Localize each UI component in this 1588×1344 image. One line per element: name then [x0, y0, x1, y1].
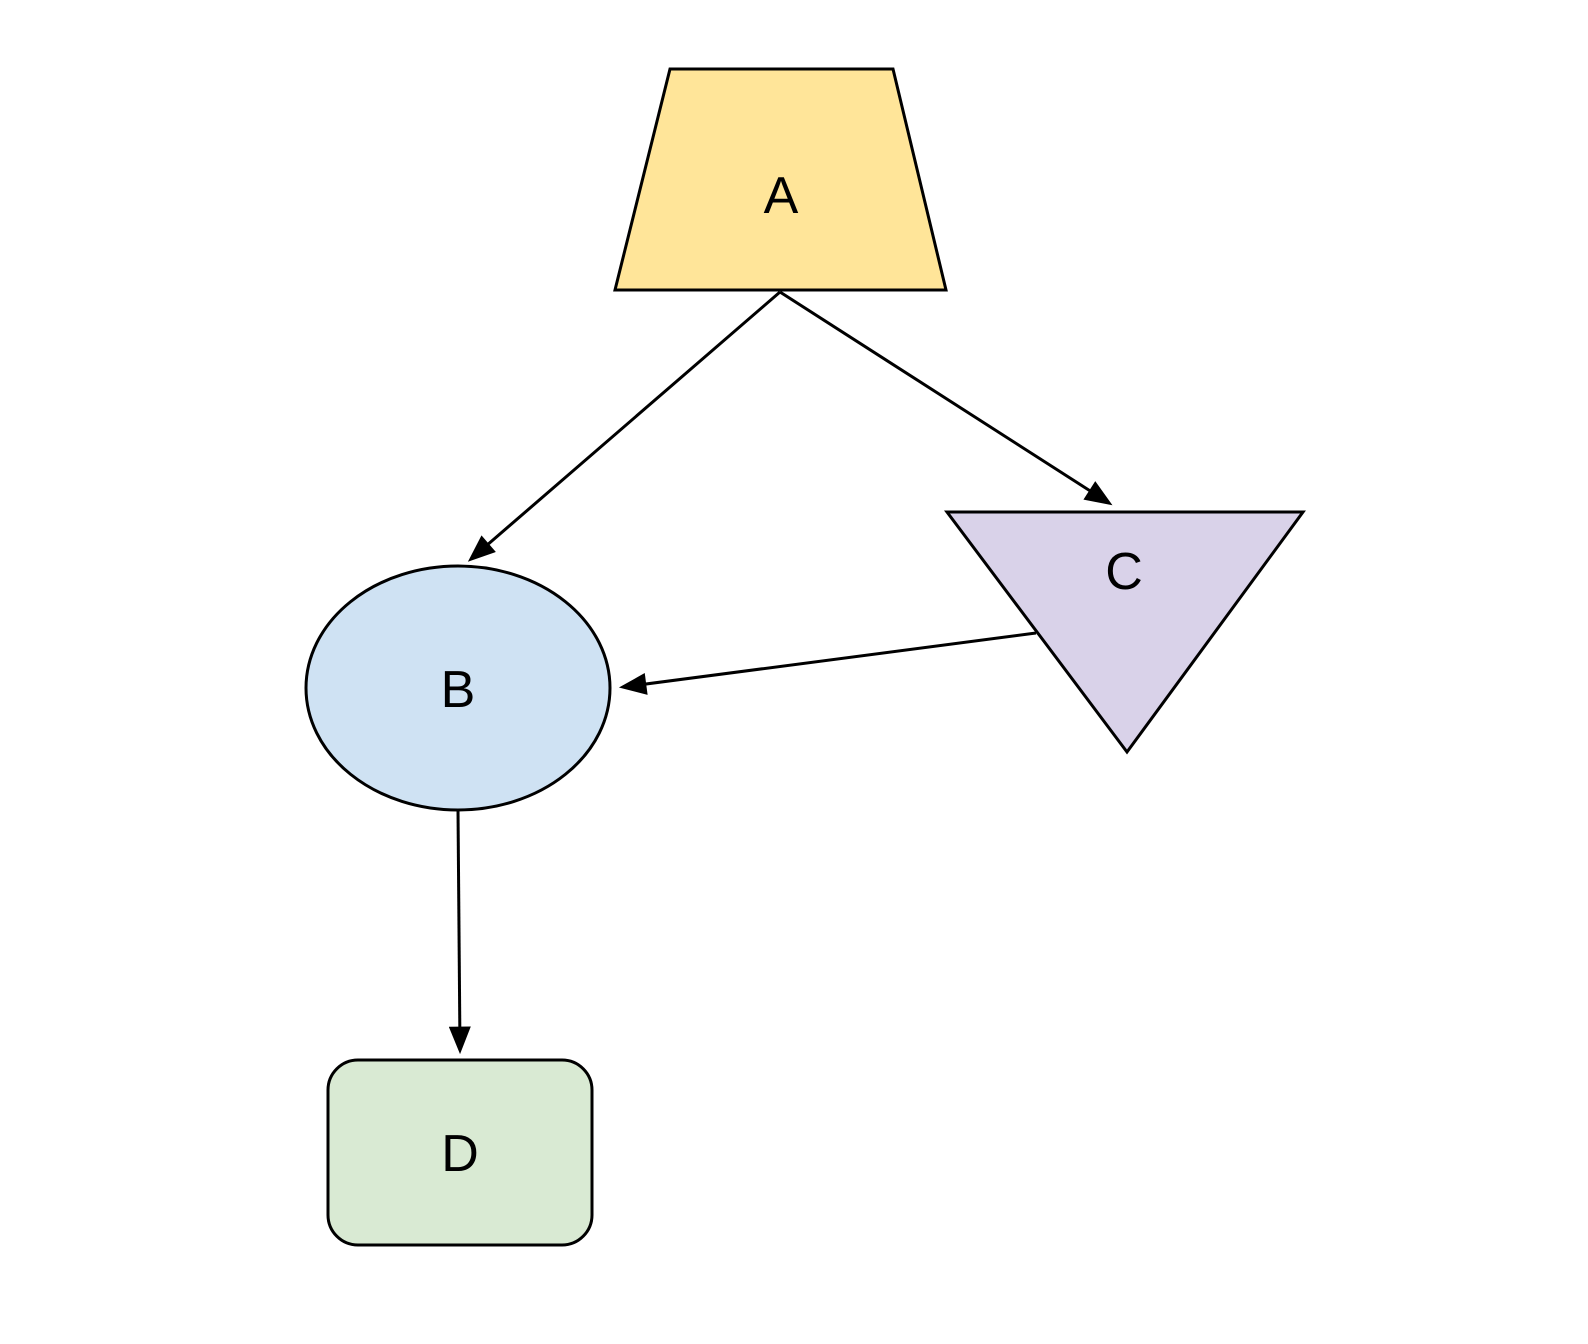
- node-B-label: B: [441, 661, 476, 719]
- node-C-triangle-shape: [944, 510, 1306, 755]
- node-A-label: A: [764, 167, 799, 225]
- node-D-rounded-rect-shape: [326, 1058, 594, 1247]
- node-C: C: [944, 510, 1306, 755]
- node-A-trapezoid-shape: [613, 67, 948, 292]
- edge-B-to-D: [448, 809, 471, 1055]
- edge-A-to-B: [467, 290, 781, 562]
- node-B-ellipse-shape: [304, 564, 612, 812]
- edge-A-to-C: [779, 290, 1113, 506]
- node-D-label: D: [441, 1125, 479, 1183]
- node-A: A: [613, 67, 948, 292]
- node-B: B: [304, 564, 612, 812]
- edge-C-to-B: [618, 631, 1037, 695]
- node-D: D: [326, 1058, 594, 1247]
- node-C-label: C: [1105, 543, 1143, 601]
